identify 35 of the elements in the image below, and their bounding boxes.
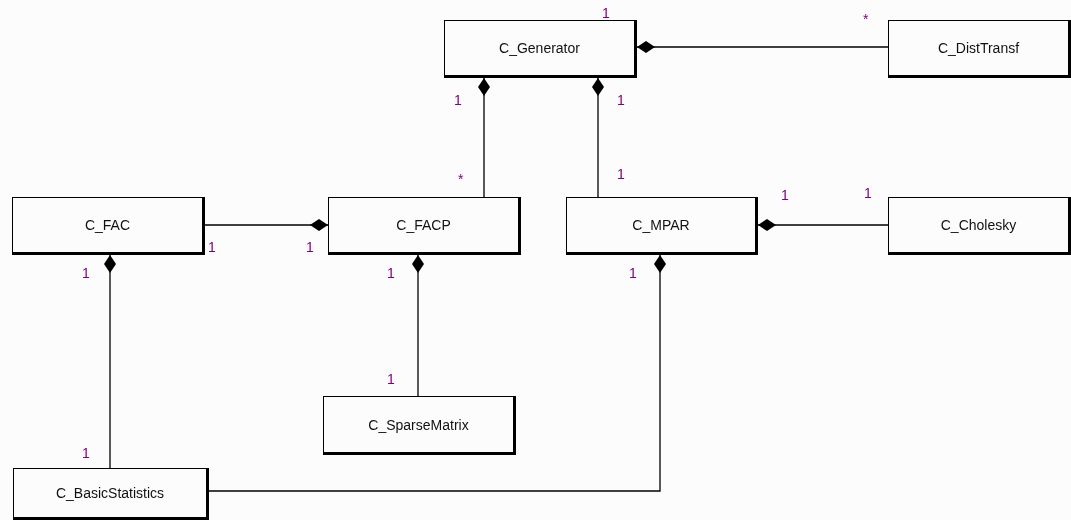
multiplicity-label: 1: [306, 240, 314, 254]
multiplicity-label: 1: [82, 266, 90, 280]
composition-line: [478, 77, 490, 198]
multiplicity-label: 1: [629, 266, 637, 280]
class-box: [444, 20, 637, 78]
multiplicity-label: 1: [617, 93, 625, 107]
multiplicity-label: 1: [454, 93, 462, 107]
composition-line: [104, 254, 116, 469]
class-box: [328, 197, 521, 255]
class-box: [13, 468, 209, 520]
class-box: [323, 396, 516, 455]
class-name: C_MPAR: [632, 217, 690, 233]
class-name: C_Generator: [499, 40, 580, 56]
class-box: [888, 197, 1071, 255]
class-name: C_BasicStatistics: [55, 485, 165, 501]
class-name: C_FAC: [84, 217, 131, 233]
composition-line: [757, 219, 889, 231]
composition-line: [636, 41, 889, 53]
composition-line: [412, 254, 424, 397]
multiplicity-label: 1: [387, 266, 395, 280]
class-box: [566, 197, 758, 255]
class-box: [888, 20, 1071, 78]
class-name: C_SparseMatrix: [368, 416, 469, 433]
multiplicity-label: *: [863, 12, 869, 26]
multiplicity-label: 1: [864, 186, 872, 200]
composition-line: [208, 254, 666, 492]
class-box: [12, 197, 205, 255]
composition-line: [592, 77, 604, 198]
composition-line: [204, 219, 329, 231]
class-name: C_DistTransf: [937, 40, 1020, 56]
multiplicity-label: 1: [781, 188, 789, 202]
class-name: C_FACP: [396, 217, 451, 233]
class-name: C_Cholesky: [940, 217, 1017, 233]
multiplicity-label: *: [458, 172, 464, 186]
multiplicity-label: 1: [617, 167, 625, 181]
